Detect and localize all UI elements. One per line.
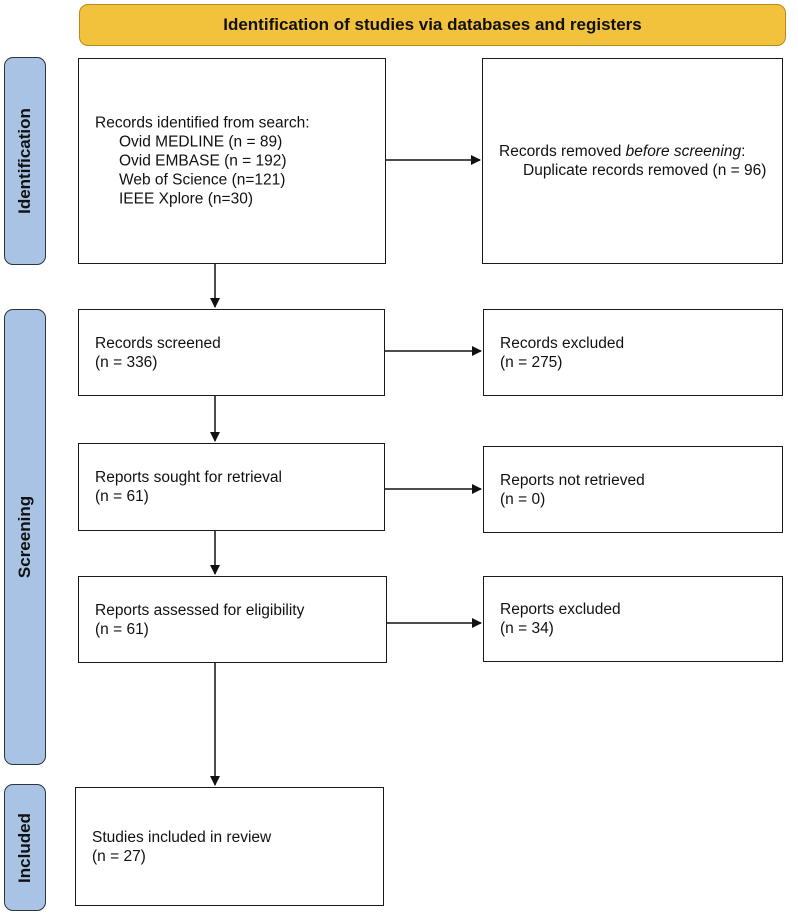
records-screened-count: (n = 336): [95, 353, 158, 371]
phase-identification: Identification: [4, 57, 46, 265]
reports-sought-label: Reports sought for retrieval: [95, 469, 282, 486]
reports-excluded-label: Reports excluded: [500, 601, 621, 618]
phase-screening: Screening: [4, 309, 46, 765]
reports-not-retrieved-count: (n = 0): [500, 490, 546, 508]
reports-sought-count: (n = 61): [95, 488, 149, 505]
records-removed-heading: Records removed before screening:: [499, 142, 772, 161]
reports-assessed-count: (n = 61): [95, 620, 149, 638]
records-excluded-box: Records excluded (n = 275): [483, 309, 783, 396]
phase-label-screening: Screening: [15, 495, 34, 579]
studies-included-box: Studies included in review (n = 27): [75, 787, 384, 906]
records-identified-heading: Records identified from search:: [95, 114, 310, 132]
header-banner: Identification of studies via databases …: [79, 4, 786, 46]
records-screened-label: Records screened: [95, 334, 221, 352]
reports-assessed-label: Reports assessed for eligibility: [95, 601, 305, 619]
header-title: Identification of studies via databases …: [223, 15, 642, 34]
source-embase: Ovid EMBASE (n = 192): [119, 152, 287, 170]
reports-not-retrieved-box: Reports not retrieved (n = 0): [483, 446, 783, 533]
records-removed-suffix: :: [741, 143, 746, 160]
reports-not-retrieved-label: Reports not retrieved: [500, 471, 645, 489]
duplicate-records-removed: Duplicate records removed (n = 96): [523, 162, 767, 179]
records-removed-box: Records removed before screening: Duplic…: [482, 58, 783, 264]
studies-included-count: (n = 27): [92, 847, 146, 865]
source-medline: Ovid MEDLINE (n = 89): [119, 133, 283, 151]
reports-excluded-count: (n = 34): [500, 620, 554, 637]
records-identified-box: Records identified from search: Ovid MED…: [78, 58, 386, 264]
reports-assessed-box: Reports assessed for eligibility (n = 61…: [78, 576, 387, 663]
records-excluded-count: (n = 275): [500, 353, 563, 371]
records-removed-prefix: Records removed: [499, 143, 626, 160]
reports-excluded-box: Reports excluded (n = 34): [483, 576, 783, 662]
source-web-of-science: Web of Science (n=121): [119, 171, 286, 189]
records-excluded-label: Records excluded: [500, 334, 625, 352]
studies-included-label: Studies included in review: [92, 828, 272, 846]
reports-sought-box: Reports sought for retrieval (n = 61): [78, 443, 385, 531]
source-ieee-xplore: IEEE Xplore (n=30): [119, 190, 253, 208]
phase-label-identification: Identification: [15, 108, 34, 214]
records-removed-emphasis: before screening: [625, 143, 742, 160]
phase-label-included: Included: [15, 812, 34, 883]
records-screened-box: Records screened (n = 336): [78, 309, 385, 396]
phase-included: Included: [4, 784, 46, 911]
